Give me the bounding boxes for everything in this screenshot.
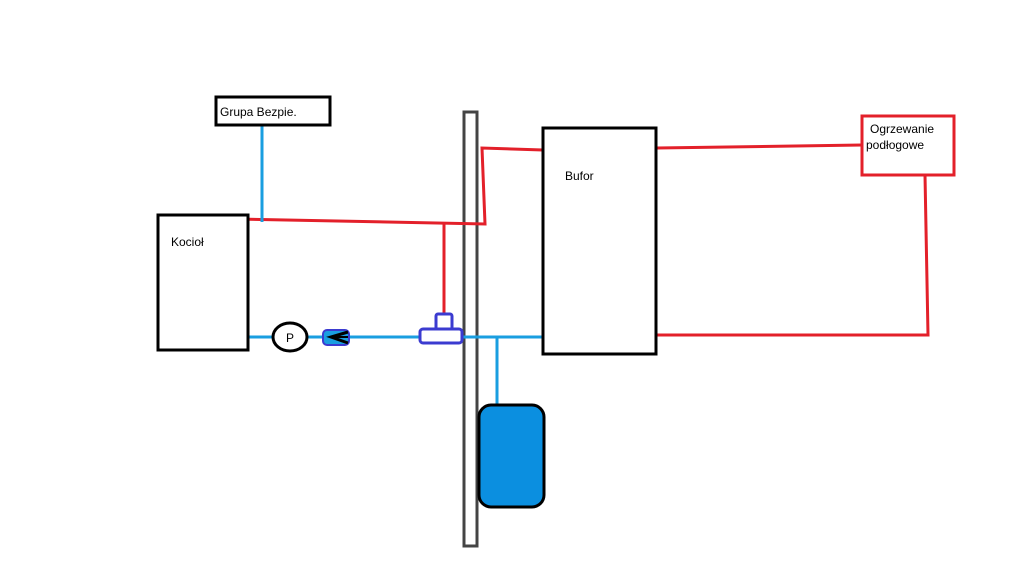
safety-group-box: [214, 95, 332, 127]
check-valve-icon: [322, 329, 350, 346]
tee-fitting-icon: [418, 312, 464, 345]
boiler-box: [156, 213, 250, 352]
floor-heating-box: [860, 114, 956, 177]
boiler-supply-pipe: [235, 146, 544, 226]
floor-heating-label-line2: podłogowe: [866, 138, 924, 152]
buffer-box: [541, 126, 658, 356]
hot-pipes: [235, 143, 930, 337]
cold-pipes: [249, 126, 550, 405]
pump-circle: [271, 321, 309, 353]
boiler-label: Kocioł: [171, 235, 204, 249]
buffer-to-floor-supply-pipe: [656, 143, 863, 150]
floor-return-pipe: [657, 174, 930, 337]
pump-label: P: [286, 331, 294, 345]
expansion-tank: [477, 403, 546, 509]
wall: [462, 110, 479, 548]
safety-group-label: Grupa Bezpie.: [220, 105, 297, 119]
buffer-label: Bufor: [565, 169, 594, 183]
floor-heating-label-line1: Ogrzewanie: [870, 122, 934, 136]
